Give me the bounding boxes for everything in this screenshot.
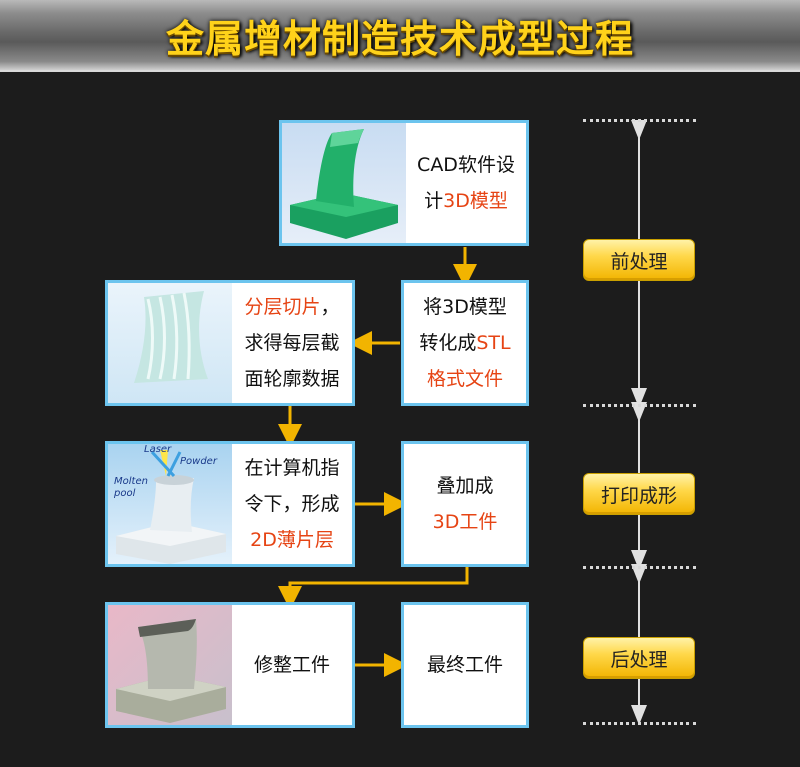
convert-line-1: 将3D模型 [423, 296, 507, 318]
slice-line-2: 求得每层截 [244, 332, 340, 354]
slice-line-3: 面轮廓数据 [244, 368, 340, 390]
phase-divider-top [583, 119, 696, 122]
phase-divider-1 [583, 404, 696, 407]
trim-workpiece-text: 修整工件 [232, 605, 352, 725]
arrow-stack-to-trim [278, 566, 469, 610]
molten-label: Molten [114, 476, 148, 487]
step-convert-stl: 将3D模型 转化成STL 格式文件 [401, 280, 529, 406]
step-trim-workpiece: 修整工件 [105, 602, 355, 728]
print-line-1: 在计算机指 [244, 457, 340, 479]
cad-line-2: 计3D模型 [424, 190, 508, 212]
step-cad-design: CAD软件设 计3D模型 [279, 120, 529, 246]
slice-model-image [108, 283, 232, 403]
step-final-workpiece: 最终工件 [401, 602, 529, 728]
trim-line-1: 修整工件 [253, 654, 330, 676]
title-banner: 金属增材制造技术成型过程 [0, 0, 800, 72]
slicing-text: 分层切片， 求得每层截 面轮廓数据 [232, 283, 352, 403]
print-line-3: 2D薄片层 [250, 529, 334, 551]
print-line-2: 令下，形成 [244, 493, 340, 515]
stack-3d-text: 叠加成 3D工件 [404, 444, 526, 564]
cad-line-1: CAD软件设 [417, 154, 515, 176]
powder-label: Powder [180, 456, 217, 467]
step-print-layers: Laser Powder Molten pool 在计算机指 令下，形成 2D薄… [105, 441, 355, 567]
convert-stl-text: 将3D模型 转化成STL 格式文件 [404, 283, 526, 403]
page-title: 金属增材制造技术成型过程 [165, 17, 634, 61]
stack-line-2: 3D工件 [432, 511, 498, 533]
step-slicing: 分层切片， 求得每层截 面轮廓数据 [105, 280, 355, 406]
trimmed-part-image [108, 605, 232, 725]
cad-model-image [282, 123, 406, 243]
final-workpiece-text: 最终工件 [404, 605, 526, 725]
slice-line-1: 分层切片， [244, 296, 340, 318]
phase-divider-bottom [583, 722, 696, 725]
phase-badge-pre: 前处理 [583, 239, 695, 281]
phase-divider-2 [583, 566, 696, 569]
phase-badge-print: 打印成形 [583, 473, 695, 515]
laser-label: Laser [144, 444, 172, 455]
pool-label: pool [114, 488, 136, 499]
laser-print-image: Laser Powder Molten pool [108, 444, 232, 564]
print-layers-text: 在计算机指 令下，形成 2D薄片层 [232, 444, 352, 564]
convert-line-3: 格式文件 [426, 368, 503, 390]
final-line-1: 最终工件 [426, 654, 503, 676]
phase-badge-post: 后处理 [583, 637, 695, 679]
cad-design-text: CAD软件设 计3D模型 [406, 123, 526, 243]
stack-line-1: 叠加成 [436, 475, 494, 497]
step-stack-3d: 叠加成 3D工件 [401, 441, 529, 567]
convert-line-2: 转化成STL [419, 332, 511, 354]
